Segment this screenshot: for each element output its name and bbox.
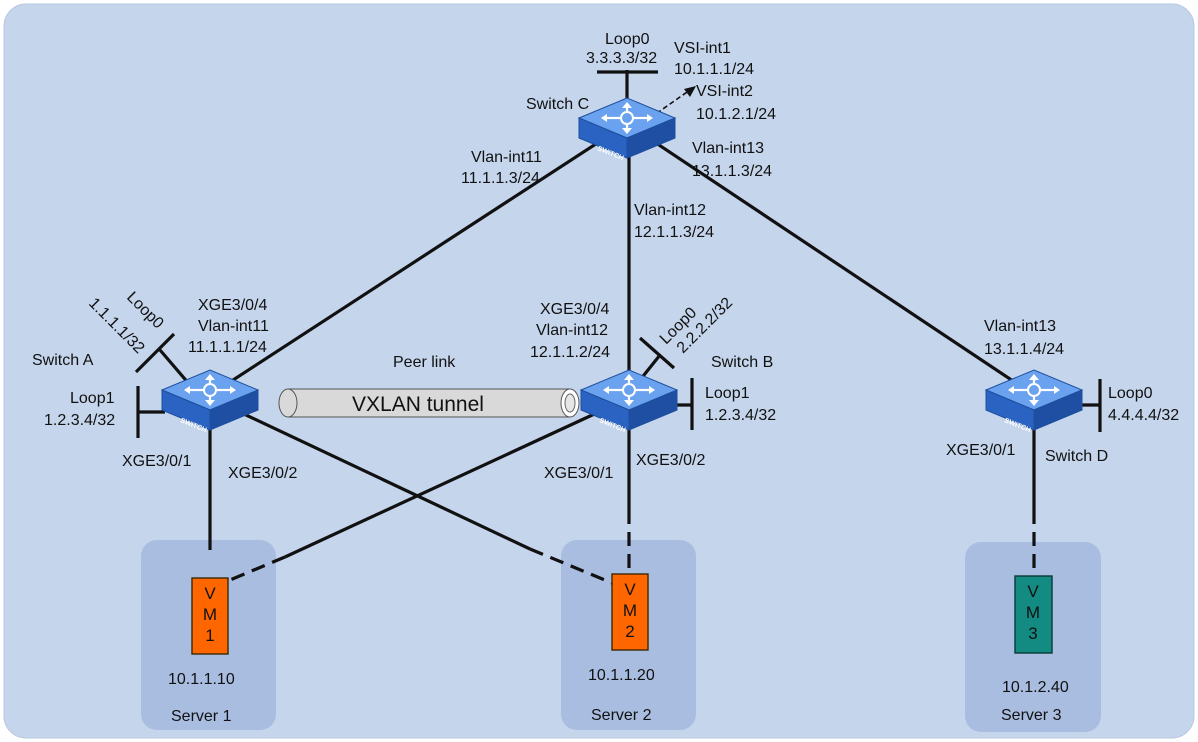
switch-c-vlan12-label: Vlan-int12 bbox=[634, 202, 706, 219]
peer-link-label: Peer link bbox=[393, 354, 456, 371]
switch-c-loop0-ip: 3.3.3.3/32 bbox=[586, 50, 657, 67]
switch-c-vsi2-label: VSI-int2 bbox=[696, 83, 753, 100]
server-2-ip: 10.1.1.20 bbox=[588, 667, 655, 684]
switch-c-vlan13-ip: 13.1.1.3/24 bbox=[692, 163, 772, 180]
vm-2-label-m: M bbox=[623, 601, 637, 620]
switch-a-xge2: XGE3/0/2 bbox=[228, 465, 297, 482]
link-c-d bbox=[628, 123, 1035, 397]
switch-b-vlan12-label: Vlan-int12 bbox=[536, 322, 608, 339]
loop0-stub-a bbox=[158, 348, 192, 387]
loop0-cap-b bbox=[638, 336, 676, 370]
link-a-c bbox=[209, 123, 626, 397]
server-1-ip: 10.1.1.10 bbox=[168, 671, 235, 688]
switch-c-loop0-label: Loop0 bbox=[605, 31, 650, 48]
link-a-vm2-dashed bbox=[529, 547, 613, 585]
switch-b-xge1: XGE3/0/1 bbox=[544, 465, 613, 482]
switch-a-name: Switch A bbox=[32, 352, 94, 369]
switch-c-name: Switch C bbox=[526, 96, 589, 113]
vxlan-tunnel-label: VXLAN tunnel bbox=[352, 393, 484, 416]
switch-a-loop1-label: Loop1 bbox=[70, 390, 115, 407]
vm-3-label-m: M bbox=[1026, 603, 1040, 622]
switch-a-xge1: XGE3/0/1 bbox=[122, 453, 191, 470]
switch-d-name: Switch D bbox=[1045, 448, 1108, 465]
vm-3-icon[interactable]: V M 3 bbox=[1014, 575, 1053, 654]
switch-c-vlan12-ip: 12.1.1.3/24 bbox=[634, 224, 714, 241]
diagram-background bbox=[3, 3, 1195, 739]
switch-d-loop0-ip: 4.4.4.4/32 bbox=[1108, 407, 1179, 424]
switch-b-loop1-ip: 1.2.3.4/32 bbox=[705, 407, 776, 424]
link-b-vm1-solid bbox=[284, 396, 630, 559]
server-2-name: Server 2 bbox=[591, 707, 652, 724]
loop0-cap-a bbox=[134, 332, 176, 374]
vm-1-label-v: V bbox=[204, 584, 216, 603]
vsi-arrow-head bbox=[684, 86, 696, 97]
switch-c-vsi1-label: VSI-int1 bbox=[674, 40, 731, 57]
link-a-vm2-solid bbox=[209, 396, 531, 551]
switch-c-vsi2-ip: 10.1.2.1/24 bbox=[696, 106, 776, 123]
switch-b-vlan12-ip: 12.1.1.2/24 bbox=[530, 344, 610, 361]
tunnel-pipe-icon bbox=[278, 388, 580, 418]
switch-b-loop1-label: Loop1 bbox=[705, 385, 750, 402]
switch-d-loop0-label: Loop0 bbox=[1108, 385, 1153, 402]
switch-b-xge4: XGE3/0/4 bbox=[540, 301, 609, 318]
vm-1-label-n: 1 bbox=[205, 626, 214, 645]
switch-b-xge2: XGE3/0/2 bbox=[636, 452, 705, 469]
switch-c-vlan11-label: Vlan-int11 bbox=[471, 149, 542, 166]
server-3-ip: 10.1.2.40 bbox=[1002, 679, 1069, 696]
switch-a-vlan11-ip: 11.1.1.1/24 bbox=[188, 339, 267, 356]
switch-c-vlan13-label: Vlan-int13 bbox=[692, 140, 764, 157]
vm-2-icon[interactable]: V M 2 bbox=[611, 573, 649, 651]
switch-a-xge4: XGE3/0/4 bbox=[198, 297, 267, 314]
switch-a-loop1-ip: 1.2.3.4/32 bbox=[44, 412, 115, 429]
vm-3-label-v: V bbox=[1027, 582, 1039, 601]
switch-d-vlan13-label: Vlan-int13 bbox=[984, 318, 1056, 335]
switch-d-xge1: XGE3/0/1 bbox=[946, 442, 1015, 459]
switch-d-vlan13-ip: 13.1.1.4/24 bbox=[984, 341, 1064, 358]
switch-b-name: Switch B bbox=[711, 354, 773, 371]
vm-1-icon[interactable]: V M 1 bbox=[191, 577, 229, 655]
vm-1-label-m: M bbox=[203, 605, 217, 624]
switch-a-vlan11-label: Vlan-int11 bbox=[198, 318, 269, 335]
switch-c-vlan11-ip: 11.1.1.3/24 bbox=[461, 170, 540, 187]
vm-2-label-v: V bbox=[624, 580, 636, 599]
vm-3-label-n: 3 bbox=[1028, 624, 1037, 643]
server-3-name: Server 3 bbox=[1001, 707, 1062, 724]
link-b-vm1-dashed bbox=[229, 555, 286, 582]
server-1-name: Server 1 bbox=[171, 708, 232, 725]
switch-c-vsi1-ip: 10.1.1.1/24 bbox=[674, 61, 754, 78]
vm-2-label-n: 2 bbox=[625, 622, 634, 641]
